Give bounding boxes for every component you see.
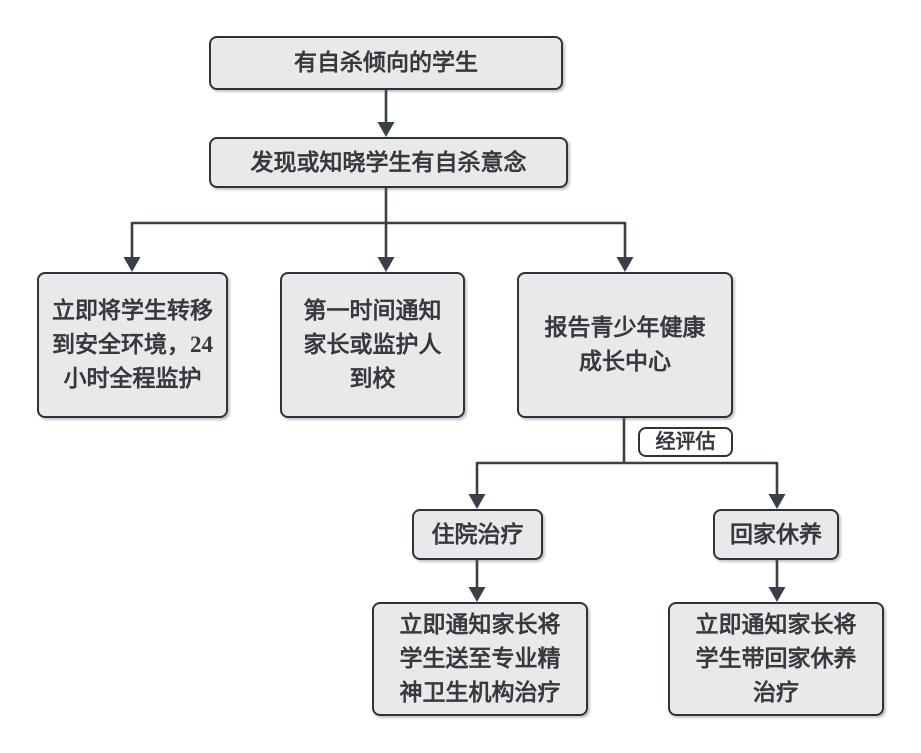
node-hospitalize-label: 住院治疗 [431,521,524,547]
edge-label-assessment: 经评估 [638,427,733,457]
node-notify-parents: 第一时间通知 家长或监护人 到校 [280,272,465,418]
node-isolate-line1: 立即将学生转移 [52,298,213,323]
node-take-home: 立即通知家长将 学生带回家休养 治疗 [668,602,884,716]
edge-start-discover [377,90,395,137]
node-send-psychiatric: 立即通知家长将 学生送至专业精 神卫生机构治疗 [372,602,588,716]
node-take-home-line3: 治疗 [753,680,799,705]
node-take-home-line2: 学生带回家休养 [695,646,857,671]
node-report-line1: 报告青少年健康 [544,315,706,340]
edge-hospitalize-sendpsych [468,560,486,602]
node-report-line2: 成长中心 [579,349,671,374]
edge-label-assessment-text: 经评估 [655,431,716,453]
edge-discover-branch [123,188,634,272]
node-home-rest: 回家休养 [713,509,839,560]
node-hospitalize: 住院治疗 [412,509,543,560]
node-notify-line3: 到校 [349,366,396,391]
node-notify-line2: 家长或监护人 [303,332,442,357]
edge-homerest-takehome [768,560,786,602]
node-start: 有自杀倾向的学生 [209,36,563,90]
node-home-rest-label: 回家休养 [730,521,822,547]
node-send-psychiatric-line3: 神卫生机构治疗 [399,680,561,705]
node-isolate-line3: 小时全程监护 [63,366,202,391]
node-isolate-line2: 到安全环境，24 [52,332,213,357]
node-discover: 发现或知晓学生有自杀意念 [209,137,568,188]
edge-report-assessment-branch [468,418,786,509]
node-isolate-safe-environment: 立即将学生转移 到安全环境，24 小时全程监护 [37,272,228,418]
node-start-label: 有自杀倾向的学生 [294,50,478,75]
node-notify-line1: 第一时间通知 [303,298,442,323]
node-report-center: 报告青少年健康 成长中心 [517,272,733,418]
node-take-home-line1: 立即通知家长将 [695,612,857,637]
node-discover-label: 发现或知晓学生有自杀意念 [250,149,527,175]
node-send-psychiatric-line2: 学生送至专业精 [399,646,561,671]
node-send-psychiatric-line1: 立即通知家长将 [399,612,561,637]
